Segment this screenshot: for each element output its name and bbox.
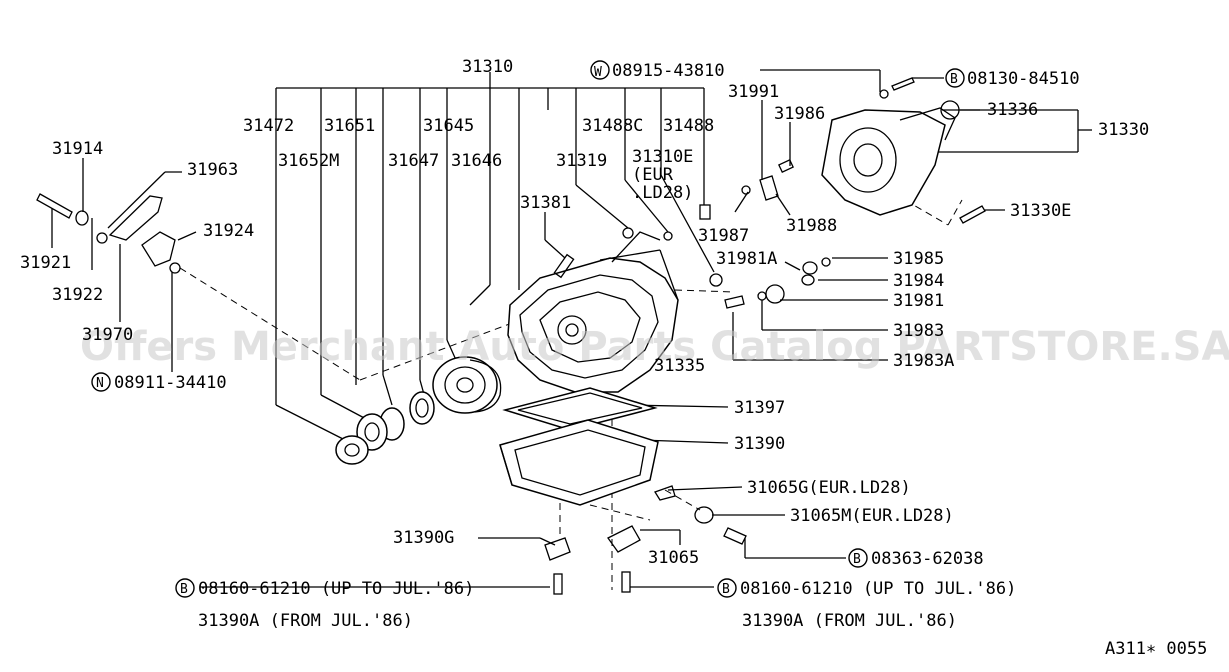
callout-b-icon <box>945 68 965 88</box>
label-31310E-note1: (EUR <box>632 165 674 185</box>
callout-w-icon <box>590 60 610 80</box>
leader-lines <box>51 69 1092 588</box>
label-31981A: 31981A <box>716 249 777 269</box>
label-31336: 31336 <box>987 100 1038 120</box>
label-31335: 31335 <box>654 356 705 376</box>
label-31921: 31921 <box>20 253 71 273</box>
callout-b-icon <box>717 578 737 598</box>
label-08160-left: 08160-61210 (UP TO JUL.'86) <box>198 579 474 599</box>
extension-housing-drawing <box>821 107 956 216</box>
callout-b-letter: B <box>853 552 861 567</box>
label-31472: 31472 <box>243 116 294 136</box>
label-31991: 31991 <box>728 82 779 102</box>
label-08915: 08915-43810 <box>612 61 725 81</box>
label-31390G: 31390G <box>393 528 454 548</box>
label-31963: 31963 <box>187 160 238 180</box>
converter-and-pump-drawing <box>335 356 502 465</box>
label-31330E: 31330E <box>1010 201 1071 221</box>
label-31390: 31390 <box>734 434 785 454</box>
callout-b-letter: B <box>950 72 958 87</box>
label-31987: 31987 <box>698 226 749 246</box>
small-hardware-drawing <box>36 77 986 595</box>
label-31985: 31985 <box>893 249 944 269</box>
label-31652M: 31652M <box>278 151 339 171</box>
label-31914: 31914 <box>52 139 103 159</box>
label-31065M: 31065M(EUR.LD28) <box>790 506 954 526</box>
label-31065: 31065 <box>648 548 699 568</box>
label-31924: 31924 <box>203 221 254 241</box>
transmission-case-drawing <box>507 231 679 393</box>
watermark: Offers Merchant Auto Parts Catalog PARTS… <box>80 324 1229 370</box>
label-31065G: 31065G(EUR.LD28) <box>747 478 911 498</box>
oil-pan-drawing <box>499 387 659 506</box>
label-31645: 31645 <box>423 116 474 136</box>
label-31390A-left: 31390A (FROM JUL.'86) <box>198 611 413 631</box>
label-31310E-note2: .LD28) <box>632 183 693 203</box>
label-31647: 31647 <box>388 151 439 171</box>
callout-n-icon <box>91 372 111 392</box>
label-31381: 31381 <box>520 193 571 213</box>
label-08130: 08130-84510 <box>967 69 1080 89</box>
label-31922: 31922 <box>52 285 103 305</box>
label-31983: 31983 <box>893 321 944 341</box>
label-31988: 31988 <box>786 216 837 236</box>
label-31970: 31970 <box>82 325 133 345</box>
diagram-id: A311∗ 0055 <box>1105 639 1207 659</box>
label-31310E: 31310E <box>632 147 693 167</box>
callout-b-icon <box>175 578 195 598</box>
label-31986: 31986 <box>774 104 825 124</box>
label-31651: 31651 <box>324 116 375 136</box>
label-08160-right: 08160-61210 (UP TO JUL.'86) <box>740 579 1016 599</box>
label-08363: 08363-62038 <box>871 549 984 569</box>
callout-b-letter: B <box>722 582 730 597</box>
label-31488: 31488 <box>663 116 714 136</box>
label-31646: 31646 <box>451 151 502 171</box>
label-31390A-right: 31390A (FROM JUL.'86) <box>742 611 957 631</box>
label-31981: 31981 <box>893 291 944 311</box>
label-31319: 31319 <box>556 151 607 171</box>
callout-n-letter: N <box>96 376 104 391</box>
part-labels: 31310 31472 31651 31645 31652M 31647 316… <box>20 57 1207 659</box>
label-31310: 31310 <box>462 57 513 77</box>
label-31984: 31984 <box>893 271 944 291</box>
label-08911: 08911-34410 <box>114 373 227 393</box>
label-31330: 31330 <box>1098 120 1149 140</box>
callout-w-letter: W <box>594 65 602 80</box>
callout-b-letter: B <box>180 582 188 597</box>
callout-b-icon <box>848 548 868 568</box>
label-31397: 31397 <box>734 398 785 418</box>
label-31488C: 31488C <box>582 116 643 136</box>
label-31983A: 31983A <box>893 351 954 371</box>
